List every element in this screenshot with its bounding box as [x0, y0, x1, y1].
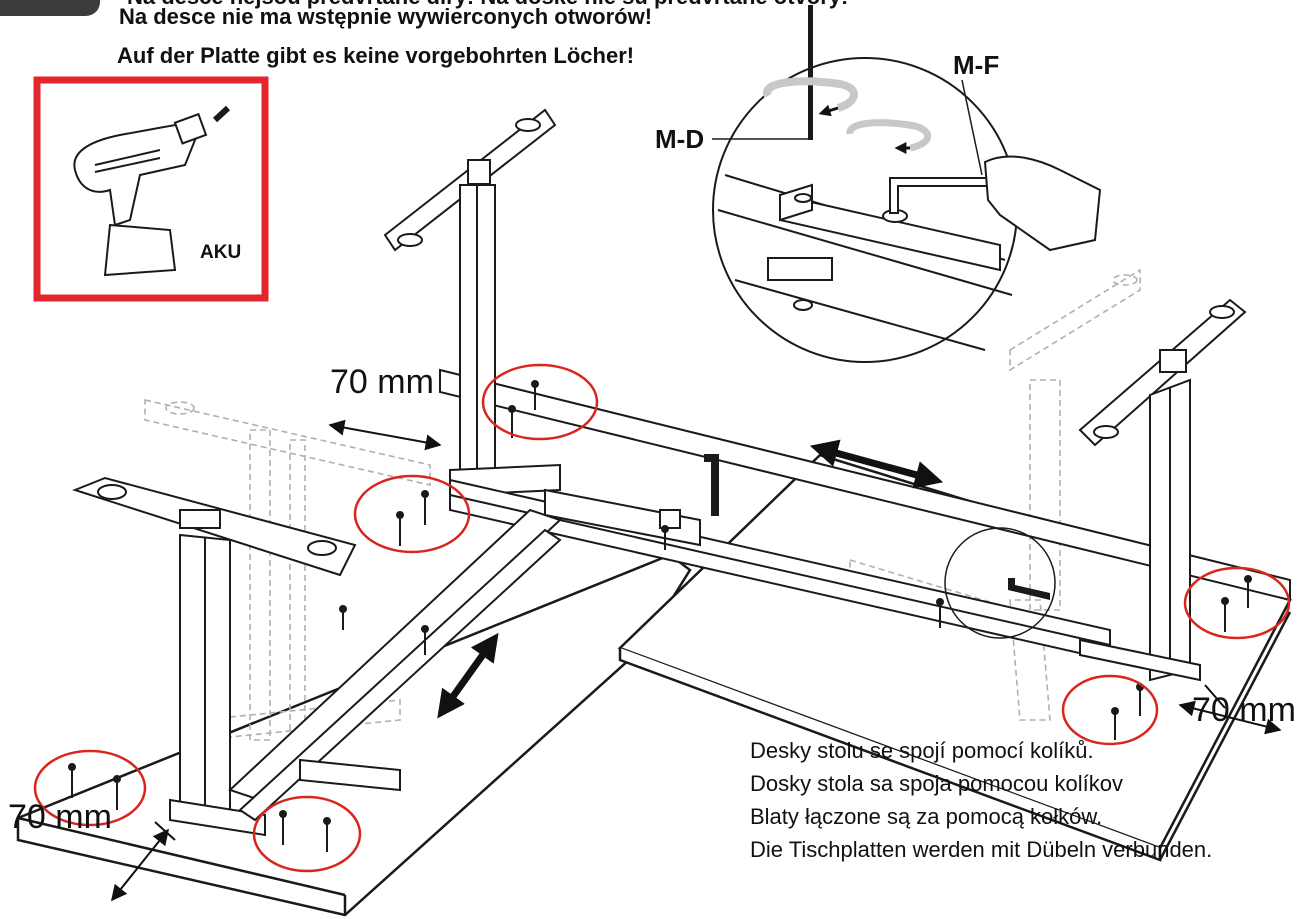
note-sk: Dosky stola sa spoja pomocou kolíkov — [750, 771, 1123, 796]
leg-right-back — [1078, 298, 1247, 682]
hex-key-small — [1008, 578, 1050, 600]
screws — [68, 380, 1252, 852]
drill-box — [33, 76, 269, 302]
hole-circle-bottom-mid — [252, 795, 362, 873]
notes-block: Desky stolu se spojí pomocí kolíků. Dosk… — [750, 734, 1212, 866]
hole-circle-front-left — [353, 474, 471, 554]
warning-de: Auf der Platte gibt es keine vorgebohrte… — [117, 43, 635, 68]
dimension-right: 70 mm — [1192, 691, 1296, 729]
connector-block — [544, 454, 719, 547]
note-de: Die Tischplatten werden mit Dübeln verbu… — [750, 837, 1213, 862]
warning-pl: Na desce nie ma wstępnie wywierconych ot… — [119, 4, 653, 29]
dimension-arrows — [111, 419, 1282, 902]
hole-circle-back-right — [1183, 566, 1291, 640]
hole-circle-front-right — [1061, 674, 1159, 746]
part-label-md: M-D — [655, 124, 705, 154]
note-pl: Blaty łączone są za pomocą kołków. — [750, 804, 1103, 829]
table-top-left — [16, 553, 692, 917]
note-cz: Desky stolu se spojí pomocí kolíků. — [750, 738, 1094, 763]
detail-circle — [944, 527, 1056, 639]
side-beam — [228, 508, 562, 822]
leg-left-back — [383, 108, 561, 497]
tool-label: AKU — [200, 242, 242, 263]
step-badge — [0, 0, 100, 16]
warning-cz-sk: Na desce nejsou předvrtané díry! Na dosk… — [127, 0, 848, 10]
highlight-circles — [33, 363, 1291, 873]
double-arrow-left — [437, 632, 499, 719]
double-arrow-top — [809, 439, 944, 489]
move-arrows — [437, 439, 944, 719]
leg-left-front — [72, 476, 357, 837]
hole-circle-back-left — [481, 363, 599, 441]
cordless-drill-icon — [73, 105, 231, 277]
magnified-detail — [712, 5, 1102, 363]
part-label-mf: M-F — [953, 50, 1000, 80]
dimension-bottom: 70 mm — [8, 798, 112, 836]
dimension-left: 70 mm — [330, 363, 434, 401]
hole-circle-bottom-left — [33, 749, 147, 827]
